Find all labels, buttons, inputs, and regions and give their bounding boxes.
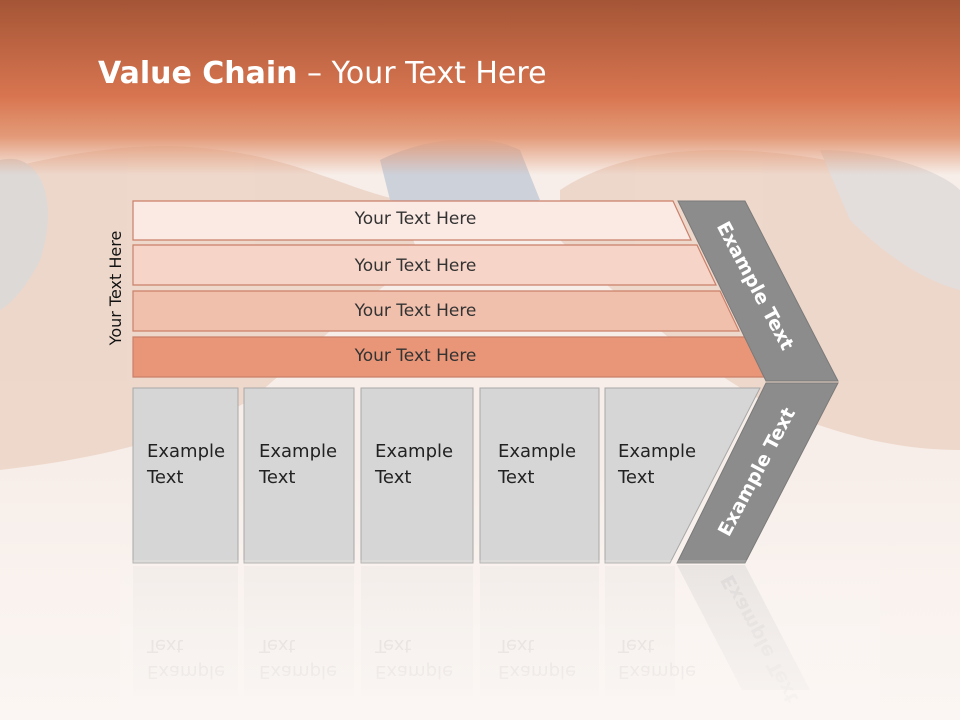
title-rest: – Your Text Here bbox=[297, 56, 547, 91]
bar-3 bbox=[132, 290, 740, 332]
bar-1-label: Your Text Here bbox=[354, 209, 477, 229]
bar-4-label: Your Text Here bbox=[354, 346, 477, 366]
box-5-line1: Example bbox=[618, 441, 697, 462]
title-bold: Value Chain bbox=[98, 56, 298, 91]
box-3-line1: Example bbox=[375, 441, 454, 462]
chevron-upper bbox=[677, 200, 839, 382]
box-2-line2: Text bbox=[259, 467, 296, 488]
box-2 bbox=[243, 387, 355, 564]
box-5-label: Example Text bbox=[618, 439, 718, 491]
bar-2 bbox=[132, 244, 717, 286]
box-4-label: Example Text bbox=[498, 439, 598, 491]
header-band bbox=[0, 0, 960, 175]
box-3-line2: Text bbox=[375, 467, 412, 488]
box-2-label: Example Text bbox=[259, 439, 359, 491]
bar-3-label: Your Text Here bbox=[354, 301, 477, 321]
box-1 bbox=[132, 387, 239, 564]
bar-1 bbox=[132, 200, 692, 241]
box-4 bbox=[479, 387, 600, 564]
box-3-label: Example Text bbox=[375, 439, 475, 491]
box-2-line1: Example bbox=[259, 441, 338, 462]
box-1-line1: Example bbox=[147, 441, 226, 462]
box-1-label: Example Text bbox=[147, 439, 247, 491]
box-1-line2: Text bbox=[147, 467, 184, 488]
bar-2-label: Your Text Here bbox=[354, 256, 477, 276]
page-title: Value Chain – Your Text Here bbox=[98, 54, 547, 94]
box-5-line2: Text bbox=[618, 467, 655, 488]
box-4-line1: Example bbox=[498, 441, 577, 462]
box-3 bbox=[360, 387, 474, 564]
box-4-line2: Text bbox=[498, 467, 535, 488]
reflection-fade bbox=[120, 560, 880, 720]
side-label: Your Text Here bbox=[106, 230, 125, 346]
